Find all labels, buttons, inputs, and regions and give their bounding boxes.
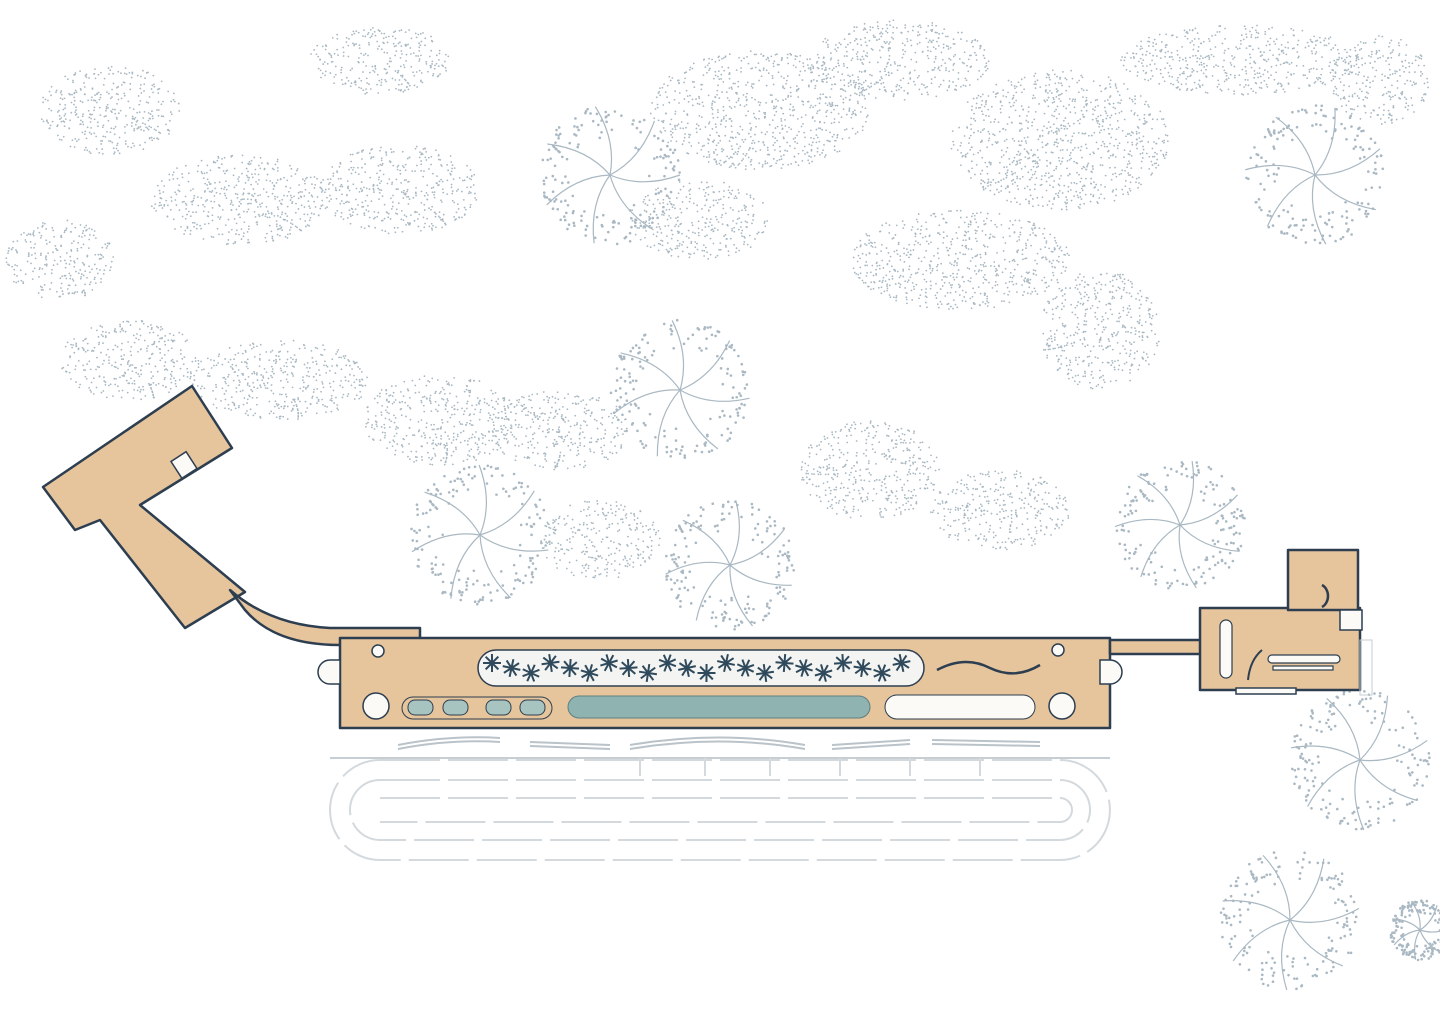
tree-canopy [1114,461,1246,590]
palm-icon [853,658,872,678]
palm-icon [502,658,521,678]
palm-icon [658,654,677,672]
benches [397,736,1041,750]
tree-canopy [609,318,750,459]
tree-canopy [1389,899,1440,962]
palm-icon [482,653,501,673]
palm-icon [873,664,891,682]
palm-icon [541,653,560,673]
north-wing [41,384,247,630]
palm-icon [892,653,911,673]
palm-icon [814,664,833,682]
palm-icon [560,658,580,678]
palm-icon [522,664,540,682]
round-rooms [362,643,1076,720]
palm-icon [580,664,599,682]
palm-icon [775,653,794,673]
palm-icon [795,659,813,677]
palm-icon [677,658,697,678]
palm-icon [600,654,618,672]
palm-icon [736,659,755,677]
vegetation-stipple [5,19,1430,579]
palm-icon [755,663,775,683]
tree-canopy [541,106,681,246]
tree-canopy [1290,690,1431,831]
connector [1108,638,1204,656]
tree-canopy [1219,851,1360,991]
palm-icon [619,658,638,678]
palm-icon [833,653,853,673]
east-tower [1286,548,1360,612]
tree-canopy [1245,104,1385,245]
tree-canopy [410,464,551,606]
trees [410,104,1440,991]
palm-icon [716,653,736,673]
seating-area [884,694,1036,720]
stairs [169,450,1363,695]
palm-icon [638,663,658,683]
terrace-edge [1359,639,1373,696]
palm-plants [482,653,911,683]
east-furniture [1219,583,1341,681]
wave-wall [936,660,1041,675]
small-pools [401,696,553,720]
parking-road [329,757,1111,861]
reflecting-pool [567,695,871,719]
palm-icon [697,663,716,683]
tree-canopy [665,500,795,631]
